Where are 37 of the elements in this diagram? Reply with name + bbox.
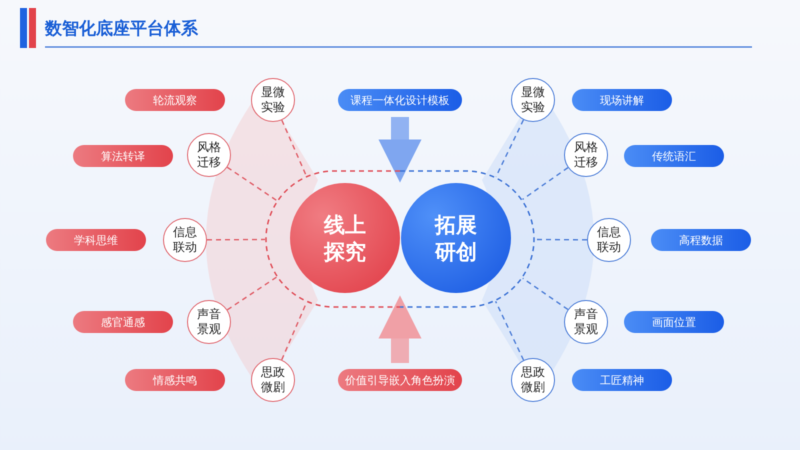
topic-circle: 思政微剧 — [251, 358, 295, 402]
topic-circle: 信息联动 — [587, 218, 631, 262]
topic-circle: 风格迁移 — [187, 133, 231, 177]
dashed-outline — [265, 170, 535, 308]
title: 数智化底座平台体系 — [45, 18, 198, 40]
core-circle: 线上探究 — [290, 183, 400, 293]
tag-pill: 学科思维 — [46, 229, 146, 251]
tag-pill: 工匠精神 — [572, 369, 672, 391]
block-arrow — [378, 295, 422, 363]
topic-circle: 风格迁移 — [564, 133, 608, 177]
dashed-connector — [226, 276, 277, 310]
core-circle: 拓展研创 — [401, 183, 511, 293]
tag-pill: 轮流观察 — [125, 89, 225, 111]
topic-circle: 声音景观 — [564, 300, 608, 344]
topic-circle: 思政微剧 — [511, 358, 555, 402]
dashed-connector — [495, 120, 524, 178]
topic-circle: 信息联动 — [163, 218, 207, 262]
dashed-connector — [207, 238, 265, 241]
tag-pill: 感官通感 — [73, 311, 173, 333]
dashed-connector — [535, 238, 587, 241]
tag-pill: 课程一体化设计模板 — [338, 89, 462, 111]
dashed-connector — [522, 278, 568, 310]
tag-pill: 现场讲解 — [572, 89, 672, 111]
dashed-connector — [522, 167, 568, 200]
dashed-connector — [281, 120, 307, 176]
tag-pill: 情感共鸣 — [125, 369, 225, 391]
topic-circle: 声音景观 — [187, 300, 231, 344]
topic-circle: 显微实验 — [511, 78, 555, 122]
tag-pill: 画面位置 — [624, 311, 724, 333]
dashed-connector — [494, 301, 524, 360]
tag-pill: 高程数据 — [651, 229, 751, 251]
tag-pill: 算法转译 — [73, 145, 173, 167]
block-arrow — [378, 117, 422, 183]
topic-circle: 显微实验 — [251, 78, 295, 122]
tag-pill: 价值引导嵌入角色扮演 — [338, 369, 462, 391]
dashed-connector — [226, 166, 278, 202]
tag-pill: 传统语汇 — [624, 145, 724, 167]
